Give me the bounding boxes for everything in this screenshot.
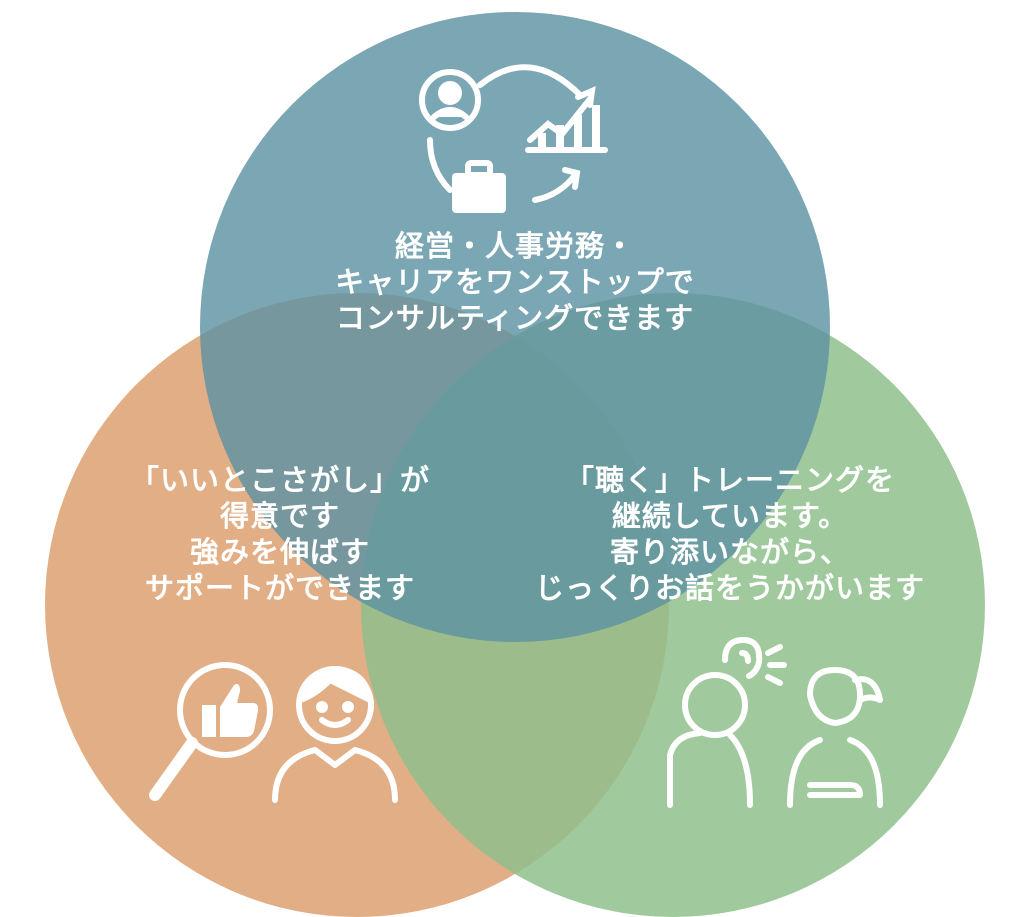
- left-circle-text: 「いいとこさがし」が 得意です 強みを伸ばす サポートができます: [90, 462, 470, 606]
- left-line: 強みを伸ばす: [189, 535, 370, 569]
- right-line: 継続しています。: [611, 499, 849, 533]
- top-line: コンサルティングできます: [335, 301, 695, 335]
- left-line: 得意です: [219, 499, 340, 533]
- top-line: 経営・人事労務・: [394, 229, 635, 263]
- right-line: 「聴く」トレーニングを: [564, 463, 895, 497]
- right-circle-text: 「聴く」トレーニングを 継続しています。 寄り添いながら、 じっくりお話をうかが…: [500, 462, 960, 606]
- person-career-growth-cycle-icon: [419, 64, 608, 213]
- top-line: キャリアをワンストップで: [335, 265, 695, 299]
- left-line: 「いいとこさがし」が: [129, 463, 430, 497]
- right-line: じっくりお話をうかがいます: [534, 571, 925, 605]
- left-line: サポートができます: [144, 571, 415, 605]
- listening-people-icon: [667, 637, 883, 808]
- thumbs-up-magnifier-person-icon: [149, 662, 398, 803]
- right-line: 寄り添いながら、: [609, 535, 850, 569]
- top-circle: [200, 12, 830, 642]
- top-circle-text: 経営・人事労務・ キャリアをワンストップで コンサルティングできます: [265, 228, 765, 336]
